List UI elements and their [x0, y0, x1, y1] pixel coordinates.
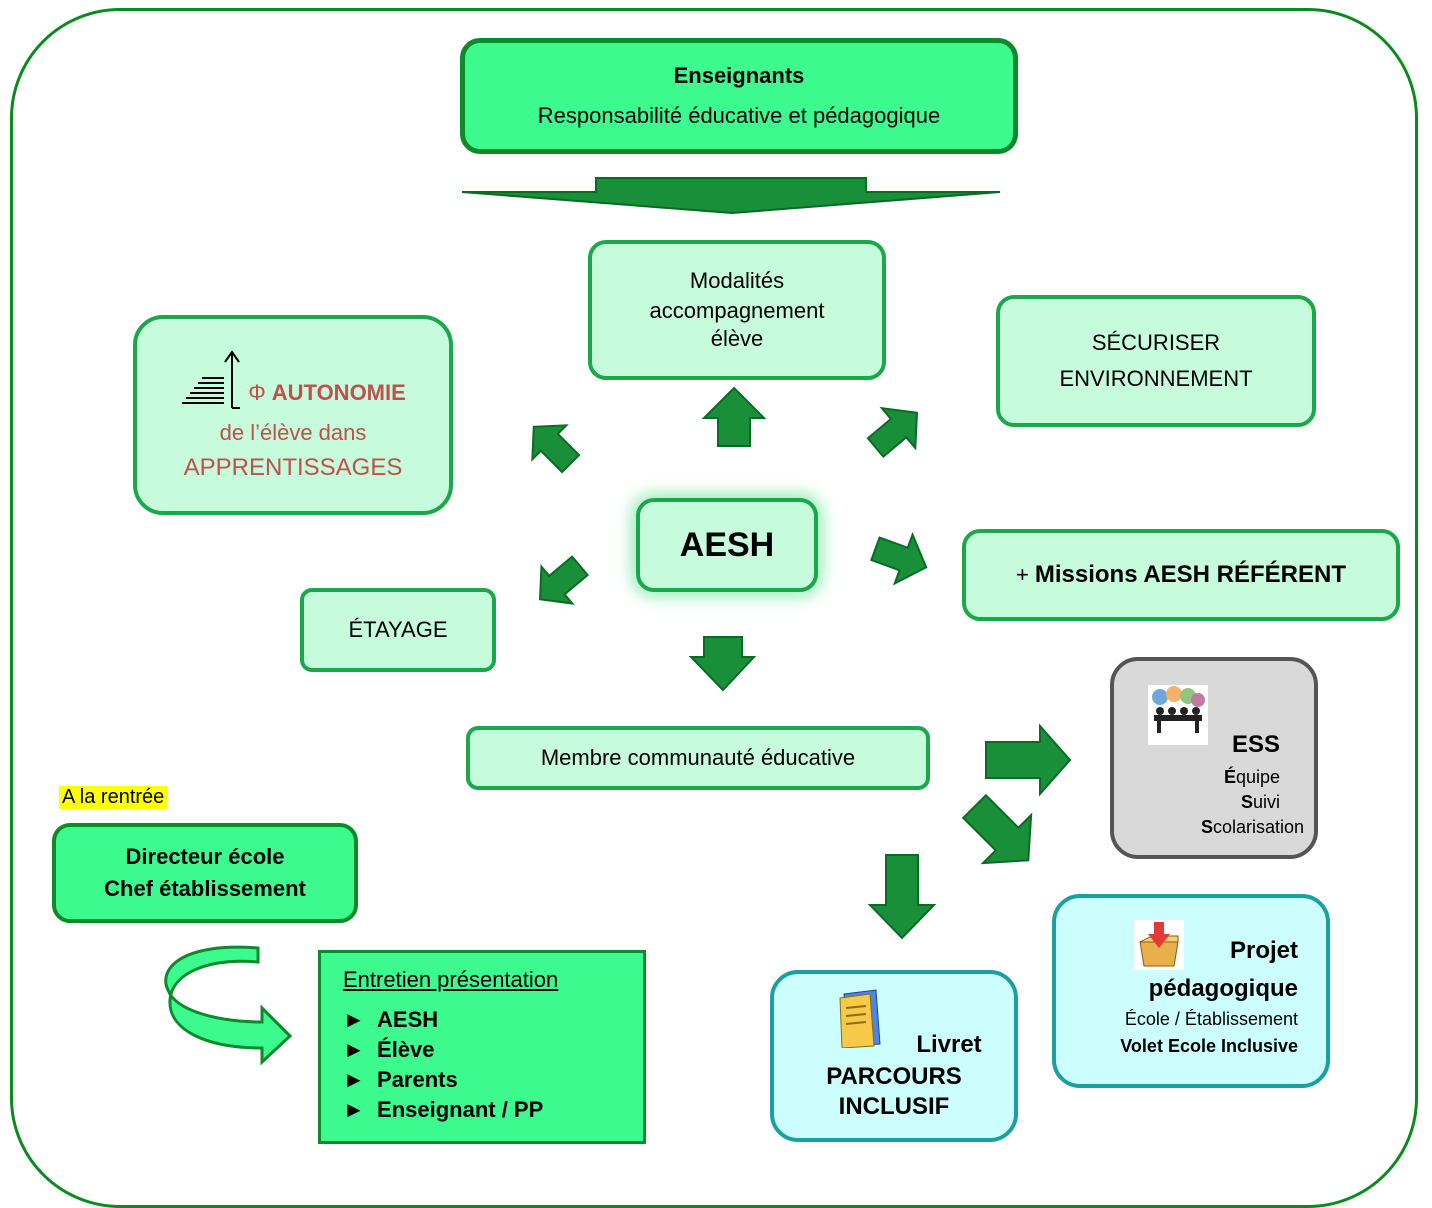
modalites-line3: élève — [710, 326, 764, 351]
membre-box: Membre communauté éducative — [466, 726, 930, 790]
autonomie-title: AUTONOMIE — [271, 380, 406, 405]
teachers-subtitle: Responsabilité éducative et pédagogique — [537, 103, 941, 128]
autonomie-line3: APPRENTISSAGES — [183, 454, 403, 481]
arrow-right-missions — [870, 531, 928, 586]
arrow-down-livret — [867, 854, 937, 940]
projet-line3: École / Établissement — [1124, 1009, 1298, 1029]
ess-line1: Équipe — [1223, 766, 1280, 787]
arrow-upleft — [531, 424, 581, 474]
arrow-diag-projet — [961, 793, 1033, 865]
projet-line2: pédagogique — [1148, 975, 1298, 1002]
directeur-box: Directeur école Chef établissement — [52, 823, 358, 923]
entretien-item-eleve: ► Élève — [343, 1037, 435, 1062]
ess-line3: Scolarisation — [1200, 816, 1304, 837]
entretien-item-enseignant: ► Enseignant / PP — [343, 1097, 544, 1122]
missions-plus: + — [1015, 562, 1029, 587]
meeting-people-icon — [1148, 685, 1208, 745]
teachers-box: Enseignants Responsabilité éducative et … — [460, 38, 1018, 154]
curved-arrow — [164, 945, 293, 1066]
aesh-center-box: AESH — [636, 498, 818, 592]
membre-label: Membre communauté éducative — [540, 745, 856, 770]
livret-line3: INCLUSIF — [838, 1093, 950, 1120]
entretien-title: Entretien présentation — [343, 967, 559, 992]
etayage-box: ÉTAYAGE — [300, 588, 496, 672]
missions-box: + Missions AESH RÉFÉRENT — [962, 529, 1400, 621]
securiser-line1: SÉCURISER — [1091, 330, 1221, 355]
arrow-down-center — [688, 636, 757, 692]
modalites-line1: Modalités — [689, 268, 785, 293]
directeur-line2: Chef établissement — [104, 876, 306, 901]
arrow-downleft — [538, 555, 589, 605]
arrow-up — [701, 386, 767, 447]
phi-symbol: Φ — [248, 380, 266, 405]
etayage-label: ÉTAYAGE — [348, 617, 448, 642]
document-icon — [839, 989, 881, 1048]
teachers-arrow — [461, 177, 1001, 215]
livret-box: Livret PARCOURS INCLUSIF — [770, 970, 1018, 1142]
aesh-label: AESH — [679, 525, 775, 564]
securiser-box: SÉCURISER ENVIRONNEMENT — [996, 295, 1316, 427]
ess-line2: Suivi — [1240, 791, 1280, 812]
projet-line4: Volet Ecole Inclusive — [1120, 1036, 1298, 1056]
livret-line1: Livret — [916, 1031, 982, 1058]
ess-box: ESS Équipe Suivi Scolarisation — [1110, 657, 1318, 859]
autonomie-box: Φ AUTONOMIE de l’élève dans APPRENTISSAG… — [133, 315, 453, 515]
rentree-label: A la rentrée — [59, 786, 168, 809]
stairs-arrow-icon — [182, 350, 241, 409]
entretien-box: Entretien présentation ► AESH ► Élève ► … — [318, 950, 646, 1144]
ess-title: ESS — [1231, 730, 1280, 758]
livret-line2: PARCOURS — [826, 1063, 962, 1090]
autonomie-line2: de l’élève dans — [219, 420, 367, 445]
teachers-title: Enseignants — [673, 63, 805, 88]
projet-line1: Projet — [1229, 937, 1298, 964]
projet-box: Projet pédagogique École / Établissement… — [1052, 894, 1330, 1088]
modalites-line2: accompagnement — [649, 298, 825, 323]
directeur-line1: Directeur école — [125, 844, 285, 869]
securiser-line2: ENVIRONNEMENT — [1059, 366, 1253, 391]
missions-label: Missions AESH RÉFÉRENT — [1034, 561, 1346, 588]
entretien-item-aesh: ► AESH — [343, 1007, 439, 1032]
arrows-layer — [164, 177, 1072, 1066]
modalites-box: Modalités accompagnement élève — [588, 240, 886, 380]
entretien-item-parents: ► Parents — [343, 1067, 458, 1092]
arrow-upright — [866, 406, 919, 459]
arrow-right-ess — [985, 723, 1072, 797]
download-folder-icon — [1134, 920, 1184, 970]
